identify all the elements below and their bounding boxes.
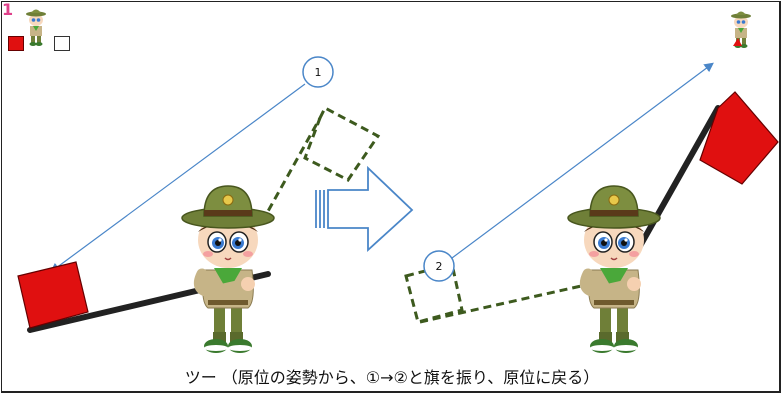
mini-scout-flag-icon (733, 38, 742, 46)
mini-white-flag-icon (54, 36, 70, 51)
mini-scout-left-icon (26, 9, 46, 46)
step-1-marker (302, 56, 334, 88)
guide-line-1 (50, 83, 306, 273)
red-flag-left (17, 261, 89, 329)
guide-line-2 (451, 62, 714, 259)
red-flag-right (699, 91, 779, 185)
step-2-marker (423, 250, 455, 282)
dashed-flag-upper-left (260, 105, 381, 223)
block-right-arrow-icon (315, 165, 414, 253)
page-number: 1 (2, 0, 14, 19)
step-2-label: 2 (436, 260, 443, 273)
scout-right (568, 186, 660, 353)
flag-pole-right (637, 105, 721, 249)
mini-red-flag-icon (8, 36, 24, 51)
caption: ツー （原位の姿勢から、①→②と旗を振り、原位に戻る） (184, 368, 600, 387)
scout-left (182, 186, 274, 353)
mini-scout-right-icon (731, 11, 751, 48)
step-1-label: 1 (315, 66, 322, 79)
